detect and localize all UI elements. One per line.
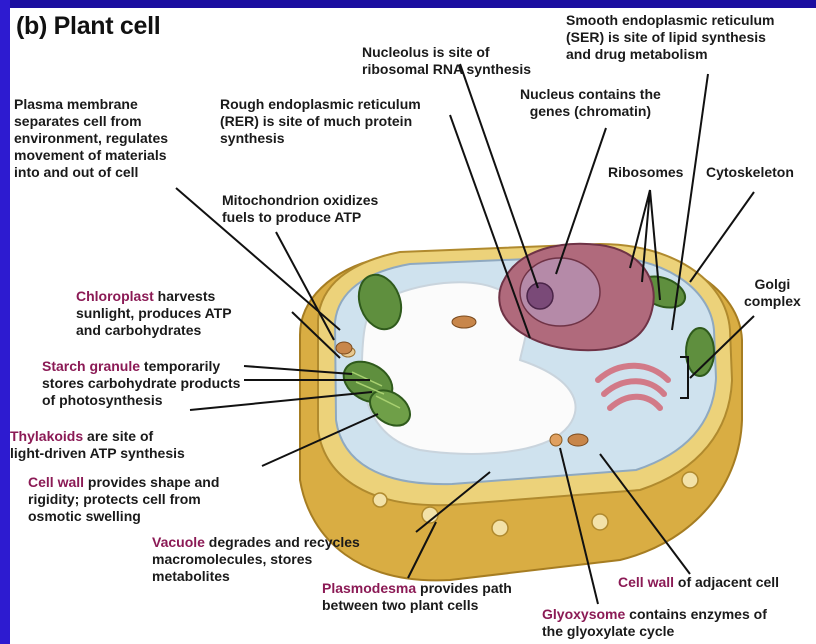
label-nucleus: Nucleus contains the genes (chromatin) xyxy=(520,86,661,120)
label-starch-granule: Starch granule temporarily stores carboh… xyxy=(42,358,240,409)
label-plasma-membrane: Plasma membrane separates cell from envi… xyxy=(14,96,168,181)
label-vacuole: Vacuole degrades and recycles macromolec… xyxy=(152,534,360,585)
nucleolus xyxy=(527,283,553,309)
label-golgi: Golgi complex xyxy=(744,276,801,310)
label-mitochondrion: Mitochondrion oxidizes fuels to produce … xyxy=(222,192,378,226)
label-ribosomes: Ribosomes xyxy=(608,164,683,181)
label-ser: Smooth endoplasmic reticulum (SER) is si… xyxy=(566,12,774,63)
mitochondrion xyxy=(452,316,476,328)
label-nucleolus: Nucleolus is site of ribosomal RNA synth… xyxy=(362,44,531,78)
label-cell-wall-adjacent: Cell wall of adjacent cell xyxy=(618,574,779,591)
label-cell-wall: Cell wall provides shape and rigidity; p… xyxy=(28,474,219,525)
plasmodesma-pit xyxy=(682,472,698,488)
mitochondrion xyxy=(568,434,588,446)
plasmodesma-pit xyxy=(373,493,387,507)
label-chloroplast: Chloroplast harvests sunlight, produces … xyxy=(76,288,232,339)
leader-cytoskeleton xyxy=(690,192,754,282)
label-plasmodesma: Plasmodesma provides path between two pl… xyxy=(322,580,512,614)
mitochondrion xyxy=(336,342,352,354)
plasmodesma-pit xyxy=(592,514,608,530)
nucleus xyxy=(499,244,654,350)
label-thylakoids: Thylakoids are site of light-driven ATP … xyxy=(10,428,185,462)
page-title: (b) Plant cell xyxy=(16,12,160,41)
label-glyoxysome: Glyoxysome contains enzymes of the glyox… xyxy=(542,606,767,640)
glyoxysome xyxy=(550,434,562,446)
label-rer: Rough endoplasmic reticulum (RER) is sit… xyxy=(220,96,421,147)
plasmodesma-pit xyxy=(492,520,508,536)
label-cytoskeleton: Cytoskeleton xyxy=(706,164,794,181)
